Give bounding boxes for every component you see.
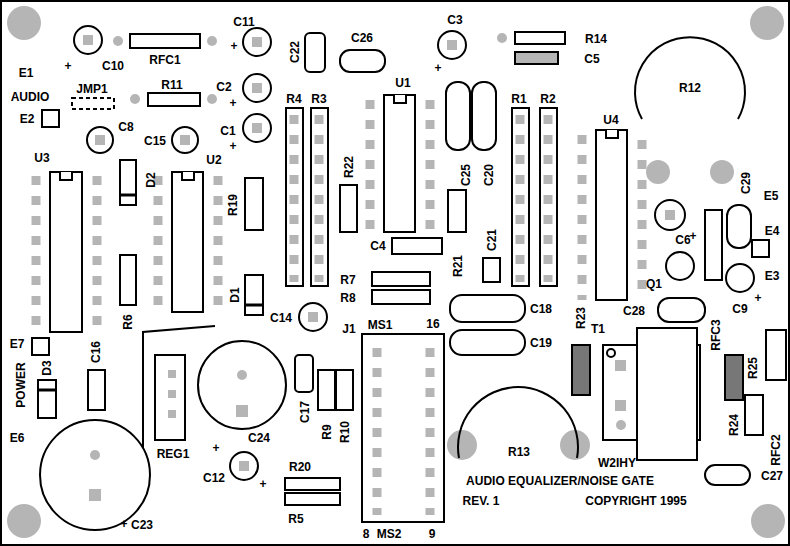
polarity-mark: + (434, 62, 441, 75)
part-label: C27 (761, 470, 783, 483)
part-label: R7 (340, 274, 355, 287)
part-label: R12 (679, 82, 701, 95)
part-label: C24 (248, 432, 270, 445)
polarity-mark: + (230, 40, 237, 53)
part-label: RFC1 (149, 54, 180, 67)
part-label: C16 (90, 341, 103, 363)
part-label: R20 (289, 461, 311, 474)
part-label: C3 (447, 14, 462, 27)
polarity-mark: + (64, 60, 71, 73)
part-label: C4 (370, 240, 385, 253)
part-label: R1 (511, 93, 526, 106)
part-label: E6 (10, 432, 25, 445)
part-label: R4 (286, 93, 301, 106)
part-label: R22 (343, 156, 356, 178)
polarity-mark: + (120, 518, 127, 531)
part-label: AUDIO (11, 91, 50, 104)
part-label: R6 (122, 314, 135, 329)
polarity-mark: + (689, 230, 696, 243)
part-label: C2 (216, 81, 231, 94)
part-label: C29 (740, 172, 753, 194)
part-label: E1 (19, 67, 34, 80)
part-label: C21 (486, 229, 499, 251)
part-label: C8 (118, 121, 133, 134)
part-label: J1 (342, 323, 355, 336)
part-label: R24 (728, 414, 741, 436)
part-label: E5 (764, 190, 779, 203)
part-label: C14 (270, 312, 292, 325)
part-label: R11 (161, 79, 182, 92)
part-label: C25 (460, 164, 473, 186)
part-label: E4 (765, 225, 780, 238)
part-label: R9 (321, 424, 334, 439)
part-label: T1 (591, 323, 605, 336)
part-label: R2 (540, 93, 555, 106)
part-label: E3 (765, 270, 780, 283)
part-label: C15 (144, 135, 166, 148)
part-label: C17 (299, 401, 312, 423)
part-label: U1 (395, 77, 410, 90)
part-label: REV. 1 (463, 495, 500, 508)
part-label: RFC2 (770, 434, 783, 465)
part-label: JMP1 (76, 83, 107, 96)
part-label: D2 (145, 172, 158, 187)
part-label: D3 (41, 360, 54, 375)
part-label: REG1 (157, 448, 190, 461)
part-label: 16 (426, 318, 439, 331)
part-label: C11 (233, 16, 254, 29)
part-label: C5 (584, 53, 599, 66)
part-label: AUDIO EQUALIZER/NOISE GATE (466, 475, 654, 488)
part-label: C28 (623, 305, 645, 318)
part-label: 8 (363, 528, 370, 541)
part-label: C6 (675, 234, 690, 247)
part-label: W2IHY (598, 457, 636, 470)
part-label: U2 (206, 154, 221, 167)
part-label: C26 (351, 32, 373, 45)
part-label: C23 (131, 519, 153, 532)
polarity-mark: + (229, 97, 236, 110)
polarity-mark: + (212, 442, 219, 455)
part-label: MS1 (368, 319, 393, 332)
part-label: R14 (585, 33, 607, 46)
part-label: C10 (102, 60, 124, 73)
part-label: C19 (530, 337, 552, 350)
polarity-mark: + (229, 140, 236, 153)
part-label: U3 (34, 152, 49, 165)
part-label: E2 (20, 113, 35, 126)
part-label: D1 (229, 287, 242, 302)
part-label: R25 (747, 357, 760, 379)
part-label: COPYRIGHT 1995 (585, 495, 686, 508)
part-label: C18 (530, 303, 552, 316)
part-label: R10 (339, 421, 352, 443)
part-label: C1 (220, 125, 235, 138)
part-label: R21 (452, 255, 465, 277)
part-label: U4 (603, 114, 618, 127)
part-label: R3 (311, 93, 326, 106)
part-label: MS2 (377, 528, 402, 541)
polarity-mark: + (259, 478, 266, 491)
part-label: 9 (429, 528, 436, 541)
part-label: R23 (575, 307, 588, 329)
part-label: Q1 (646, 278, 662, 291)
part-label: C20 (483, 164, 496, 186)
part-label: R13 (508, 446, 530, 459)
part-label: C9 (732, 303, 747, 316)
part-label: R8 (340, 292, 355, 305)
part-label: C12 (203, 472, 225, 485)
part-label: POWER (15, 362, 28, 407)
part-label: C22 (289, 41, 302, 63)
polarity-mark: + (754, 292, 761, 305)
part-label: R19 (227, 194, 240, 216)
part-label: RFC3 (710, 319, 723, 350)
part-label: E7 (10, 338, 25, 351)
part-label: R5 (288, 513, 303, 526)
